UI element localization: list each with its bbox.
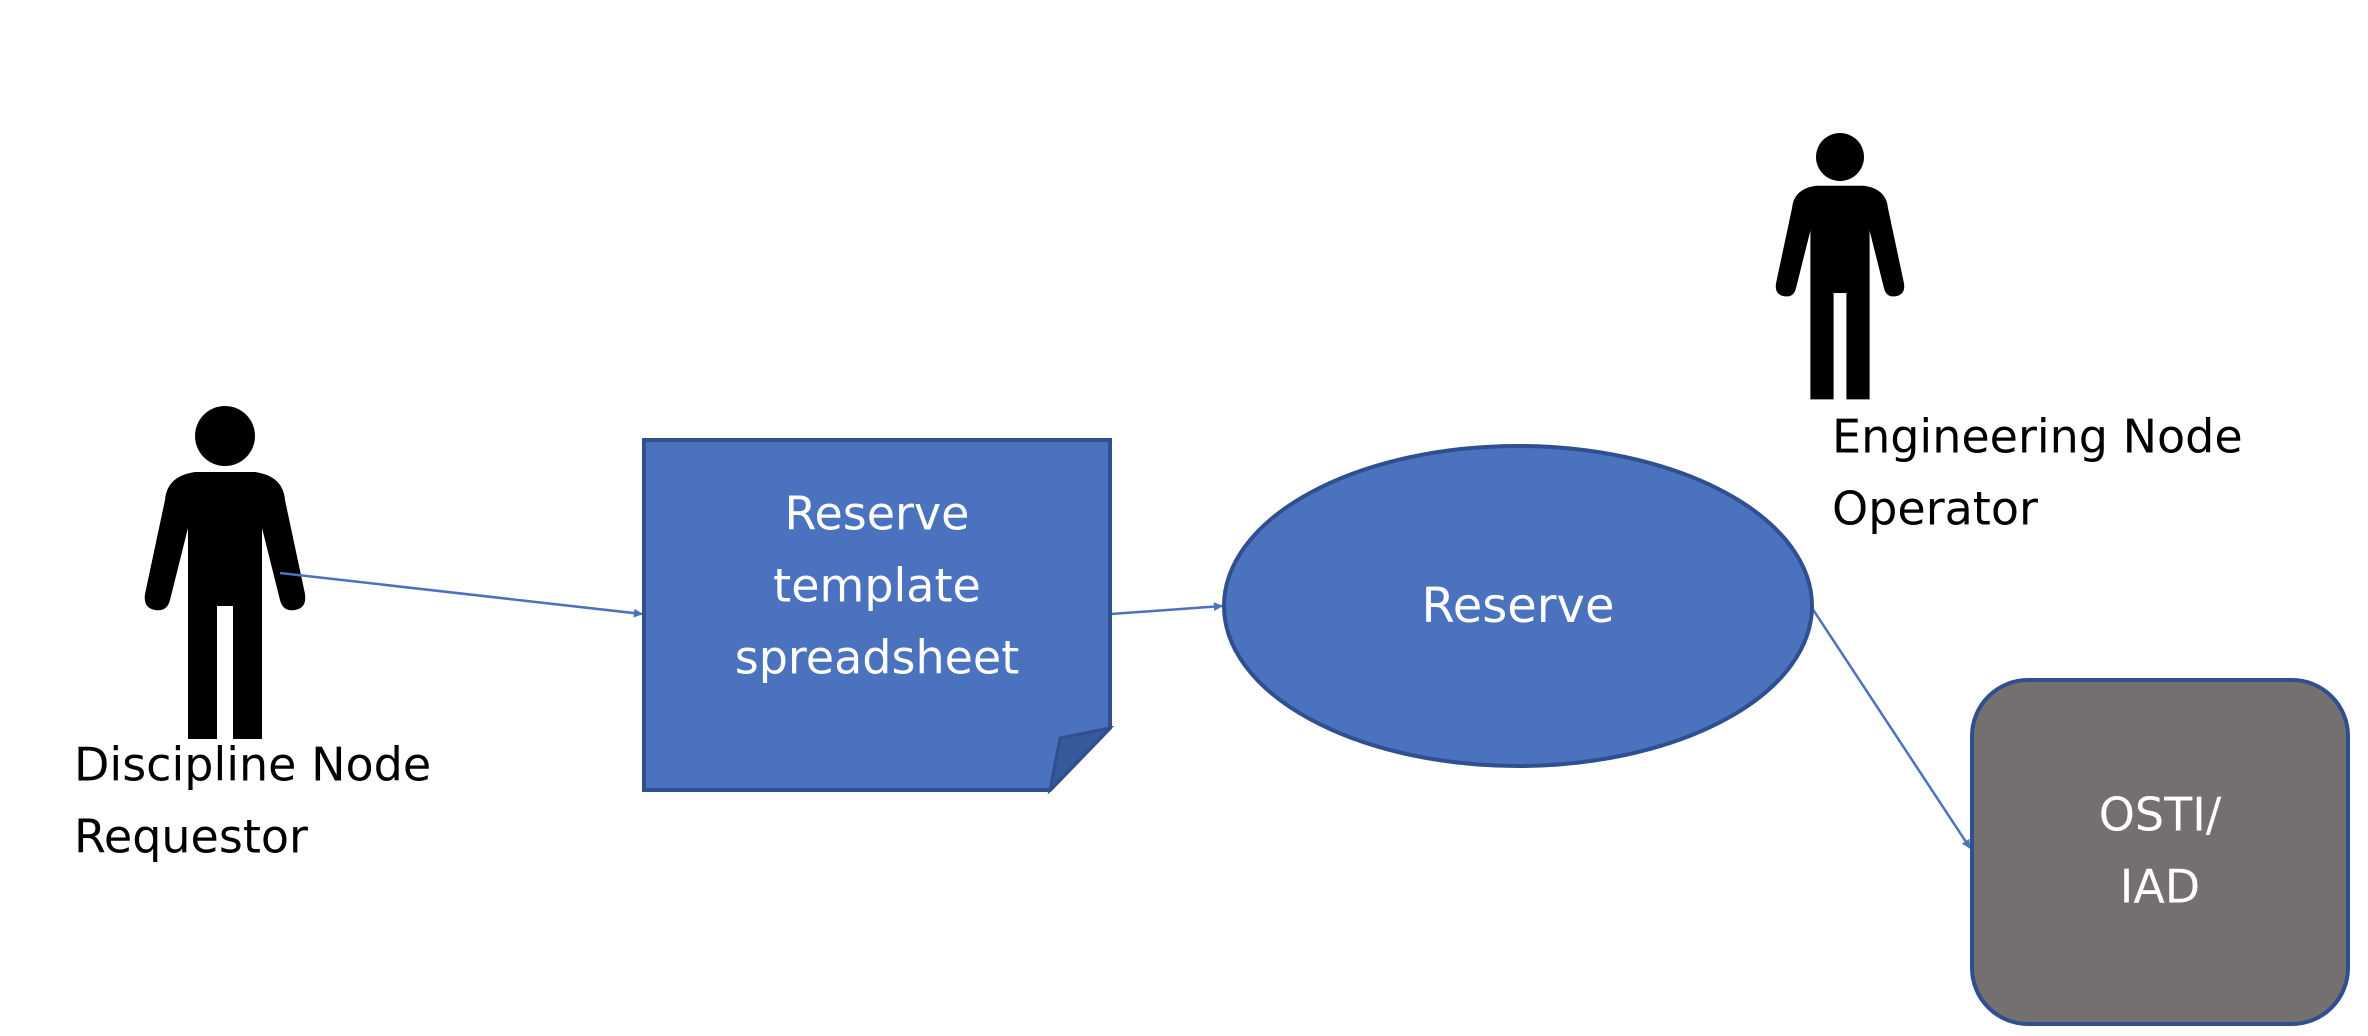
operator-label-line2: Operator bbox=[1832, 482, 2038, 536]
connector-requestor-to-spreadsheet bbox=[279, 571, 643, 618]
spreadsheet-label-line2: template bbox=[773, 559, 981, 613]
osti-iad-system-shape: OSTI/ IAD bbox=[1970, 678, 2350, 1026]
osti-label-line1: OSTI/ bbox=[2099, 788, 2222, 842]
requestor-label-line2: Requestor bbox=[74, 810, 308, 864]
spreadsheet-label-line1: Reserve bbox=[785, 487, 970, 541]
folded-corner bbox=[1047, 725, 1115, 795]
osti-label-line2: IAD bbox=[2120, 860, 2200, 914]
connector-spreadsheet-to-reserve bbox=[1110, 602, 1223, 616]
reserve-process-shape: Reserve bbox=[1222, 444, 1814, 768]
reserve-label: Reserve bbox=[1422, 578, 1615, 634]
requestor-label-line1: Discipline Node bbox=[74, 738, 431, 792]
operator-label-line1: Engineering Node bbox=[1832, 410, 2243, 464]
requestor-person-icon bbox=[144, 406, 306, 739]
spreadsheet-label-line3: spreadsheet bbox=[735, 631, 1020, 685]
connector-reserve-to-osti bbox=[1810, 607, 1972, 849]
operator-person-icon bbox=[1775, 133, 1905, 400]
spreadsheet-document-shape: Reserve template spreadsheet bbox=[642, 438, 1115, 795]
